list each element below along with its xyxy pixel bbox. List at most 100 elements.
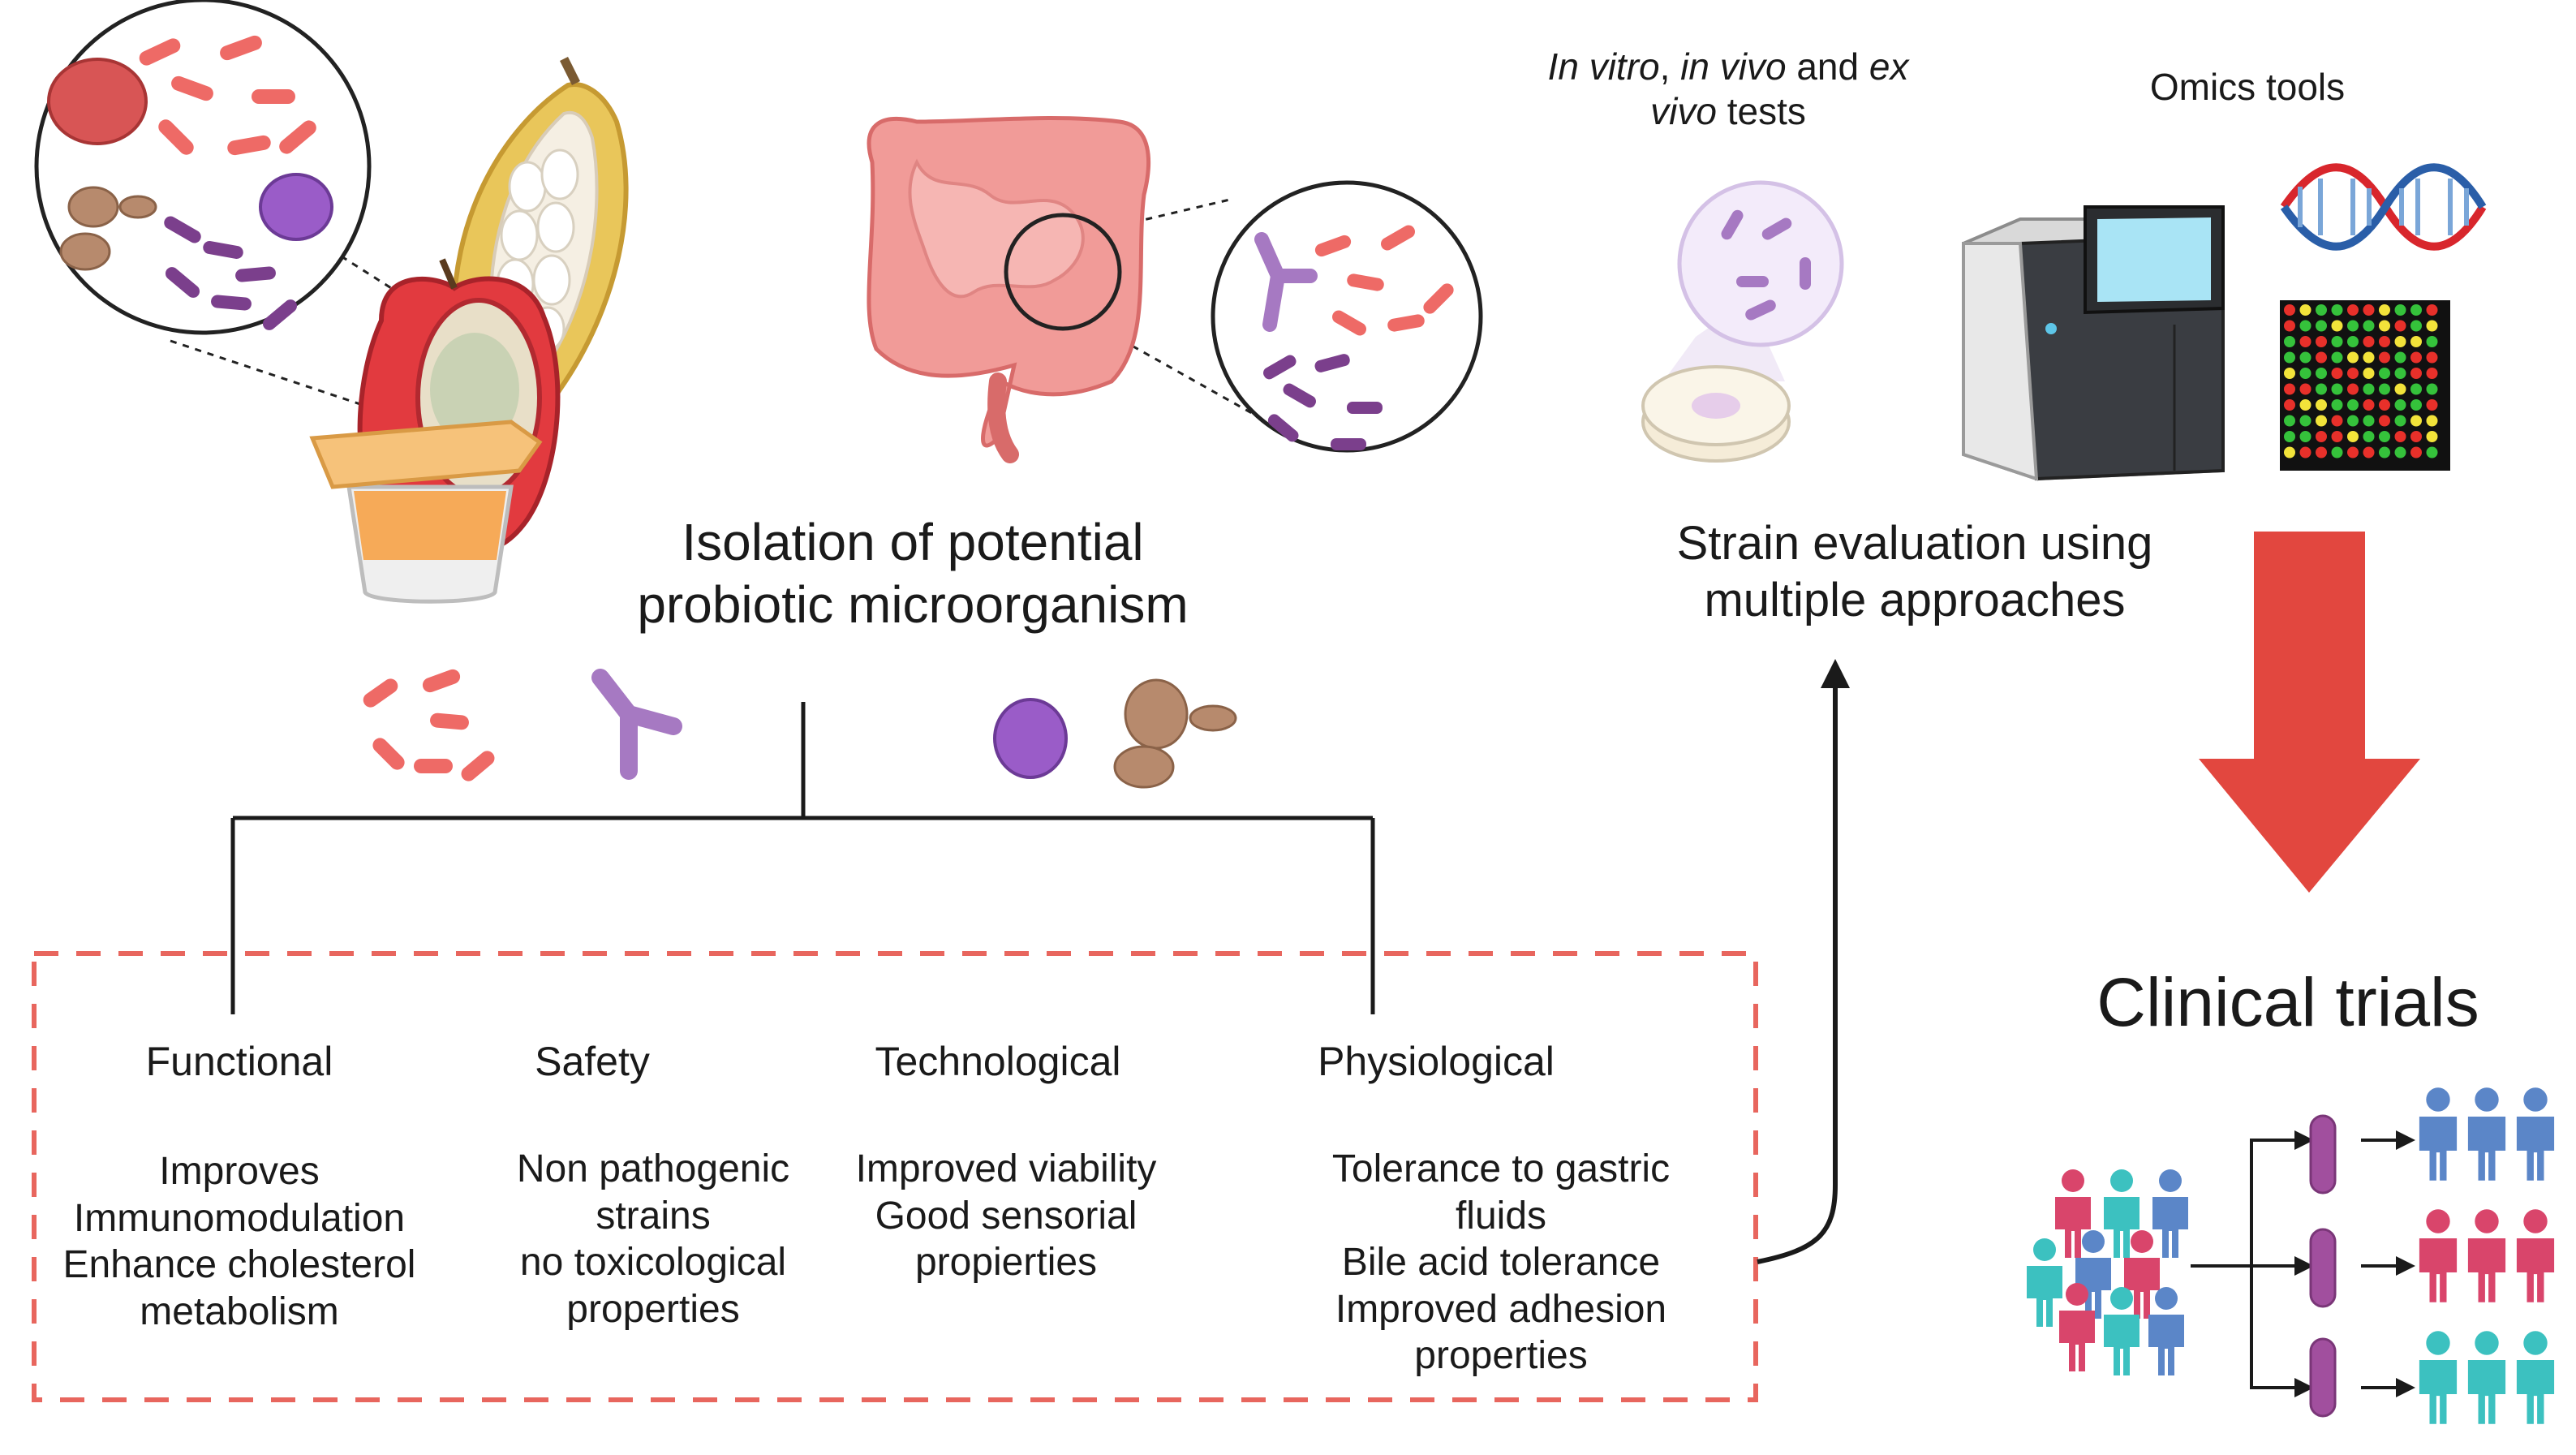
criterion-line: Bile acid tolerance	[1341, 1241, 1661, 1285]
microarray-spot	[2316, 446, 2327, 458]
microarray-spot	[2363, 336, 2375, 347]
microarray-spot	[2347, 336, 2359, 347]
microarray-spot	[2379, 351, 2390, 364]
microarray-spot	[2299, 383, 2312, 395]
person-icon	[2419, 1209, 2458, 1302]
microarray-spot	[2331, 446, 2343, 458]
microarray-spot	[2299, 415, 2312, 427]
criterion-heading-functional: Functional	[145, 1039, 333, 1084]
criterion-line: properties	[566, 1287, 740, 1331]
microarray-spot	[2410, 399, 2422, 411]
microarray-spot	[2316, 383, 2327, 395]
microarray-spot	[2347, 351, 2359, 364]
microarray-spot	[2299, 304, 2312, 316]
microarray-spot	[2410, 304, 2422, 316]
microarray-spot	[2316, 351, 2327, 364]
microarray-spot	[2331, 320, 2343, 332]
tests-label: In vitro, in vivo and ex vivo tests	[1485, 45, 1972, 134]
intestine-icon	[867, 116, 1151, 463]
person-icon	[2059, 1283, 2095, 1371]
yogurt-cup-icon	[309, 420, 543, 604]
microarray-spot	[2331, 351, 2343, 364]
microarray-icon	[2280, 300, 2450, 471]
person-icon	[2124, 1230, 2160, 1319]
person-icon	[2419, 1087, 2458, 1181]
microarray-spot	[2379, 383, 2390, 395]
trial-arm-groups	[2419, 1087, 2555, 1424]
microarray-spot	[2394, 415, 2406, 427]
isolated-microbes	[363, 669, 1237, 789]
sequencer-icon	[1962, 205, 2225, 481]
microarray-spot	[2363, 446, 2375, 458]
microarray-spot	[2316, 304, 2327, 316]
criterion-line: Improves	[159, 1150, 320, 1193]
microarray-spot	[2394, 431, 2406, 442]
criterion-line: Tolerance to gastric	[1331, 1147, 1671, 1190]
people-group-icon	[2027, 1169, 2188, 1375]
microarray-spot	[2316, 336, 2327, 347]
strain-title-line-1: Strain evaluation using	[1676, 517, 2153, 570]
microarray-spot	[2379, 320, 2390, 332]
microarray-spot	[2347, 431, 2359, 442]
criterion-line: properties	[1414, 1334, 1588, 1378]
microarray-spot	[2394, 368, 2406, 379]
criterion-line: propierties	[914, 1241, 1098, 1285]
microarray-spot	[2299, 320, 2312, 332]
microarray-spot	[2410, 351, 2422, 364]
microarray-spot	[2299, 446, 2312, 458]
person-icon	[2027, 1238, 2062, 1327]
microarray-spot	[2426, 304, 2438, 316]
microarray-spot	[2394, 304, 2406, 316]
criterion-line: Improved viability	[855, 1147, 1157, 1190]
person-icon	[2467, 1331, 2506, 1424]
microarray-spot	[2347, 446, 2359, 458]
person-icon	[2055, 1169, 2091, 1258]
microarray-spot	[2316, 415, 2327, 427]
microarray-spot	[2379, 415, 2390, 427]
microarray-spot	[2347, 304, 2359, 316]
isolation-title-line-1: Isolation of potential	[682, 513, 1144, 571]
microarray-spot	[2284, 320, 2295, 332]
microarray-spot	[2410, 415, 2422, 427]
microarray-spot	[2426, 446, 2438, 458]
microarray-spot	[2316, 320, 2327, 332]
criterion-body-technological: Improved viability Good sensorial propie…	[828, 1146, 1185, 1286]
tests-label-line-2: vivo tests	[1650, 90, 1806, 133]
trial-flow-arrows	[2191, 1130, 2415, 1397]
microarray-spot	[2426, 431, 2438, 442]
isolation-title: Isolation of potential probiotic microor…	[527, 511, 1298, 636]
yeast-brown-icon	[1113, 678, 1237, 789]
microarray-spot	[2316, 368, 2327, 379]
person-icon	[2467, 1209, 2506, 1302]
criterion-line: Improved adhesion	[1335, 1287, 1667, 1331]
criterion-body-safety: Non pathogenic strains no toxicological …	[471, 1146, 836, 1332]
microarray-spot	[2394, 446, 2406, 458]
food-sources-illustration	[34, 0, 629, 604]
microarray-spot	[2363, 399, 2375, 411]
microarray-spot	[2284, 415, 2295, 427]
microarray-spot	[2363, 304, 2375, 316]
microarray-spot	[2316, 399, 2327, 411]
microarray-spot	[2379, 446, 2390, 458]
person-icon	[2419, 1331, 2458, 1424]
bifidobacteria-icon	[591, 669, 682, 780]
strain-evaluation-title: Strain evaluation using multiple approac…	[1590, 515, 2239, 628]
person-icon	[2148, 1287, 2184, 1375]
microarray-spot	[2331, 399, 2343, 411]
microarray-spot	[2363, 383, 2375, 395]
person-icon	[2516, 1087, 2555, 1181]
tree-connector	[230, 702, 1375, 1014]
microarray-spot	[2426, 320, 2438, 332]
microarray-spot	[2410, 336, 2422, 347]
criterion-line: Good sensorial	[875, 1194, 1137, 1238]
criterion-line: fluids	[1455, 1194, 1547, 1238]
microarray-spot	[2410, 320, 2422, 332]
microarray-spot	[2363, 320, 2375, 332]
person-icon	[2516, 1331, 2555, 1424]
microarray-spot	[2363, 415, 2375, 427]
microarray-spot	[2299, 431, 2312, 442]
microarray-spot	[2284, 446, 2295, 458]
microarray-spot	[2284, 399, 2295, 411]
microarray-spot	[2331, 304, 2343, 316]
microarray-spot	[2331, 431, 2343, 442]
